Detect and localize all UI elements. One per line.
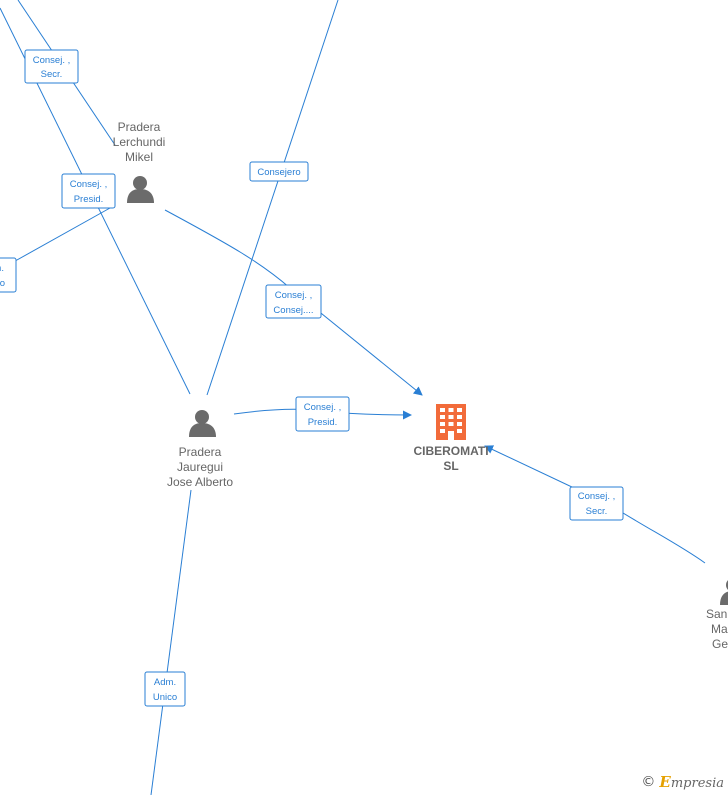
edge-label-line: Presid. [308,417,338,428]
edge-label-consejero[interactable]: Consejero [249,161,309,182]
edge-label-line: Consej. , [578,491,616,502]
edge-lerchundi-to-company [164,209,423,396]
edge-label-line: Secr. [41,69,63,80]
node-name-line: San [706,607,727,621]
brand-logo: Empresia [659,773,724,791]
node-pradera-jauregui[interactable]: Pradera Jauregui Jose Alberto [167,410,233,489]
edge-label-adm-unico[interactable]: Adm. Unico [144,671,186,707]
node-name-line: Ma [711,622,728,636]
edge-label-line: Consej. , [304,402,342,413]
footer-brand: © Empresia [641,773,724,791]
node-name-line: Mikel [125,150,153,164]
edge-adm-unico [150,489,192,795]
person-icon [720,580,728,605]
node-name-line: CIBEROMATI [413,444,488,458]
node-name-line: Pradera [179,445,222,459]
edge-label-line: co [0,278,5,289]
edges [0,0,706,795]
edge-label-consej-secr-right[interactable]: Consej. , Secr. [569,486,624,521]
node-name-line: Jauregui [177,460,223,474]
node-name-line: Pradera [118,120,161,134]
node-name-line: SL [443,459,458,473]
edge-label-left-partial[interactable]: n. co [0,257,17,293]
brand-initial: E [659,773,671,791]
edge-label-line: n. [0,263,4,274]
copyright-icon: © [641,774,656,790]
edge-label-consej-presid-left[interactable]: Consej. , Presid. [61,173,116,209]
edge-label-line: Adm. [154,677,176,688]
edge-left-partial [7,207,111,266]
edge-label-consej-consej[interactable]: Consej. , Consej.... [265,284,322,319]
edge-label-line: Secr. [586,506,608,517]
edge-consejero [206,0,339,396]
node-san-partial[interactable]: San Ma Ge [706,578,728,651]
node-name-line: Jose Alberto [167,475,233,489]
edge-label-top-left-consej-secr[interactable]: Consej. , Secr. [24,49,79,84]
person-icon [189,410,216,437]
node-name-line: Ge [712,637,728,651]
node-name-line: Lerchundi [113,135,166,149]
brand-name: mpresia [670,776,724,791]
node-pradera-lerchundi[interactable]: Pradera Lerchundi Mikel [113,120,166,203]
edge-label-line: Consej. , [275,290,313,301]
building-icon [436,404,466,440]
person-icon [127,176,154,203]
edge-label-line: Consej. , [70,179,108,190]
edge-label-line: Consejero [257,167,300,178]
edge-label-line: Unico [153,692,177,703]
edge-label-line: Consej.... [273,305,313,316]
edge-label-consej-presid-center[interactable]: Consej. , Presid. [295,396,350,432]
edge-label-line: Consej. , [33,55,71,66]
node-ciberomati[interactable]: CIBEROMATI SL [413,404,489,473]
edge-label-line: Presid. [74,194,104,205]
